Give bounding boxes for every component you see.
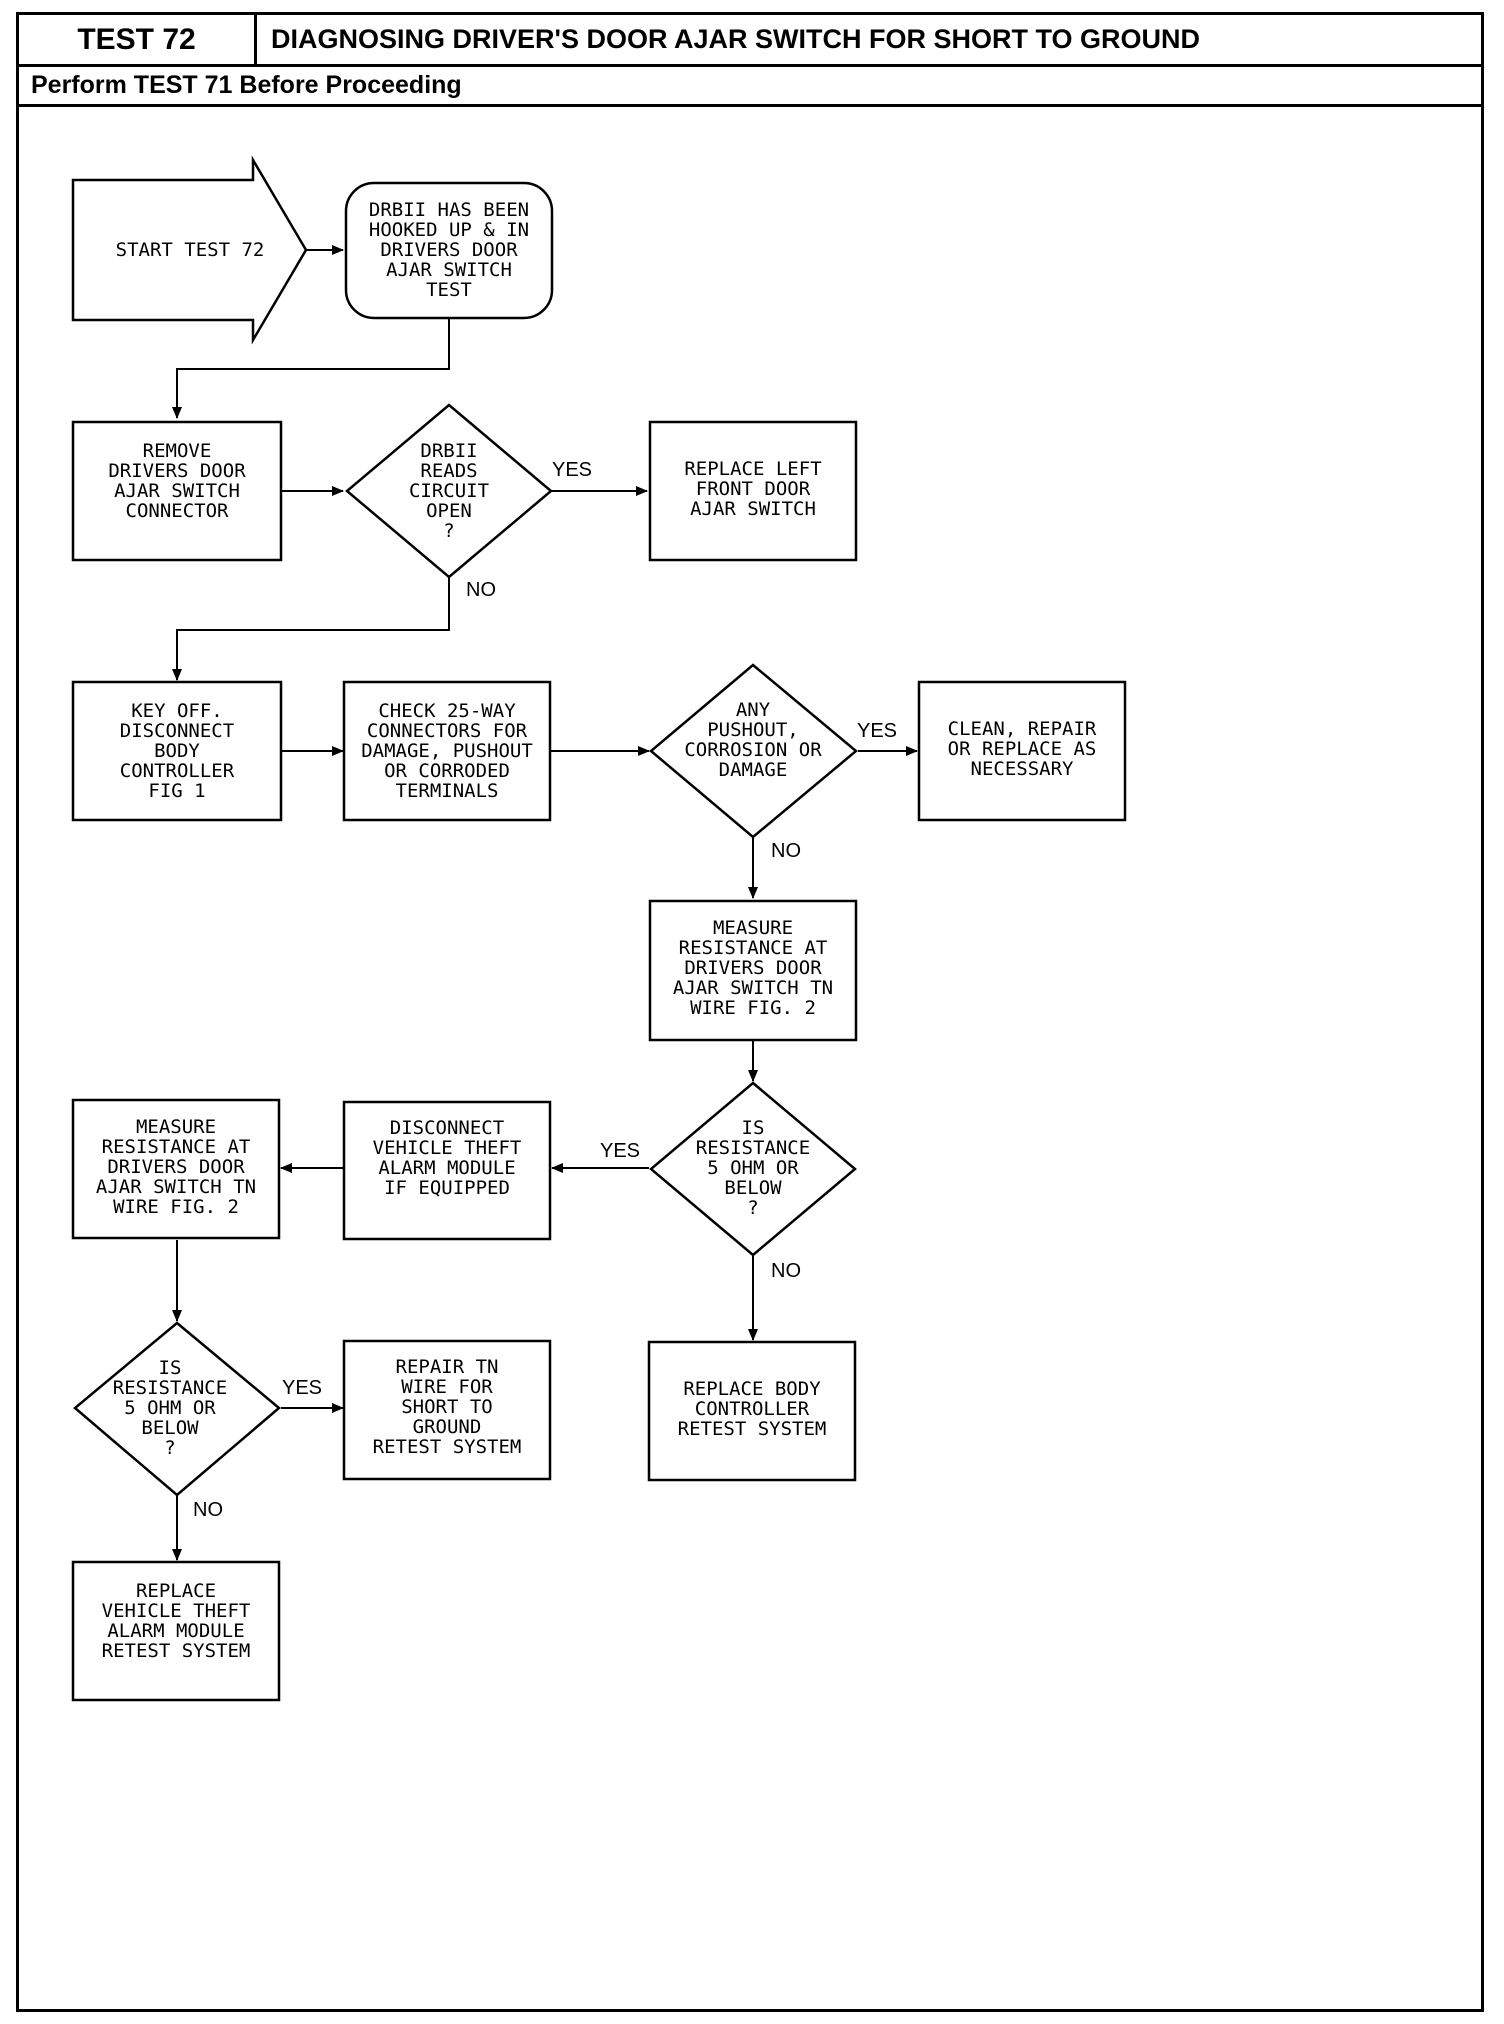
no-label: NO [771,840,801,862]
no-label: NO [771,1260,801,1282]
any-pushout-diamond [649,663,858,839]
no-label: NO [193,1499,223,1521]
replace-body-ctrl-box [647,1340,857,1482]
replace-left-front-box [648,420,858,562]
key-off-box [71,680,283,822]
arrow-decision-no [172,577,450,681]
yes-label: YES [282,1377,322,1399]
no-label: NO [466,579,496,601]
measure-2-box [71,1098,281,1240]
replace-vta-box [71,1560,281,1702]
branch-labels: YES NO YES NO YES NO YES NO [193,459,897,1521]
check-25way-box [342,680,552,822]
page-frame: TEST 72 DIAGNOSING DRIVER'S DOOR AJAR SW… [16,12,1484,2012]
clean-repair-box [917,680,1127,822]
remove-connector-box [71,420,283,562]
shapes [71,155,1127,1702]
yes-label: YES [857,720,897,742]
yes-label: YES [552,459,592,481]
is-resistance-2-diamond [73,1321,281,1497]
connectors [172,245,918,1561]
repair-tn-box [342,1339,552,1481]
yes-label: YES [600,1140,640,1162]
test-number: TEST 72 [19,15,257,67]
start-label: START TEST 72 [116,239,265,261]
page-subtitle: Perform TEST 71 Before Proceeding [19,67,1481,107]
measure-1-box [648,899,858,1042]
drbii-hooked-box [344,181,554,320]
page-title: DIAGNOSING DRIVER'S DOOR AJAR SWITCH FOR… [257,15,1481,67]
start-arrow-shape [71,155,308,345]
drbii-reads-diamond [345,403,553,579]
disconnect-vta-box [342,1100,552,1241]
is-resistance-1-diamond [649,1081,857,1257]
arrow-drbii-to-remove [172,318,450,419]
